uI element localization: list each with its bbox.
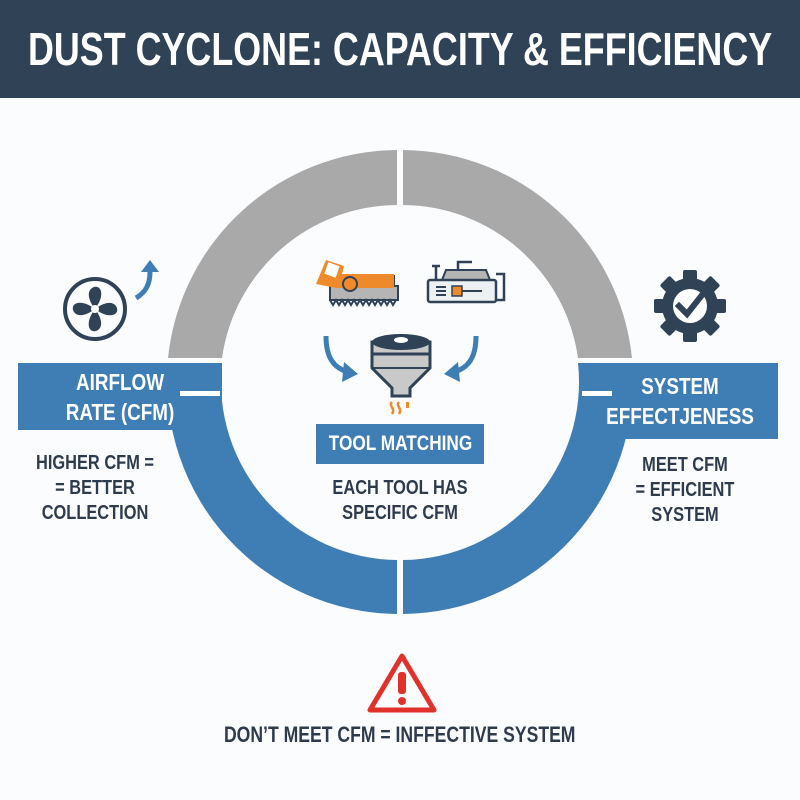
ring-segment-top-right: [403, 150, 632, 358]
desc-line: HIGHER CFM =: [35, 452, 155, 474]
connector-dash-right: [582, 391, 612, 396]
arrow-up-icon: [134, 260, 159, 300]
banner-label: TOOL MATCHING: [328, 432, 472, 455]
desc-line: SYSTEM: [651, 504, 719, 526]
header-bar: DUST CYCLONE: CAPACITY & EFFICIENCY: [0, 0, 800, 98]
saw-icon: [316, 260, 399, 307]
connector-dash-left: [180, 391, 220, 396]
machine-icon: [426, 260, 506, 304]
ring-segment-bottom-left: [167, 363, 397, 614]
banner-line: EFFECTJENESS: [606, 403, 754, 429]
desc-line: COLLECTION: [41, 502, 149, 524]
arrow-in-right-icon: [444, 335, 479, 382]
airflow-rate-banner: AIRFLOW RATE (CFM): [18, 363, 222, 430]
arrow-in-left-icon: [323, 335, 358, 382]
page-title: DUST CYCLONE: CAPACITY & EFFICIENCY: [27, 23, 773, 75]
effectiveness-description: MEET CFM = EFFICIENT SYSTEM: [620, 453, 750, 528]
ring-segment-bottom-right: [403, 363, 633, 614]
airflow-description: HIGHER CFM = = BETTER COLLECTION: [20, 451, 170, 526]
banner-line: SYSTEM: [641, 373, 719, 399]
desc-line: EACH TOOL HAS: [332, 477, 468, 499]
banner-line: RATE (CFM): [65, 398, 175, 425]
tool-matching-banner: TOOL MATCHING: [316, 424, 484, 464]
tool-matching-description: EACH TOOL HAS SPECIFIC CFM: [300, 476, 500, 526]
cyclone-collector-icon: [370, 334, 432, 415]
ring-segment-top-left: [168, 150, 397, 358]
desc-line: MEET CFM: [642, 454, 728, 476]
gear-check-icon: [654, 270, 726, 342]
desc-line: SPECIFIC CFM: [342, 502, 458, 524]
warning-triangle-icon: [367, 653, 437, 713]
desc-line: = EFFICIENT: [635, 479, 735, 501]
warning-label: DON’T MEET CFM = INFFECTIVE SYSTEM: [224, 722, 576, 747]
banner-line: AIRFLOW: [76, 368, 164, 395]
system-effectiveness-banner: SYSTEM EFFECTJENESS: [582, 363, 778, 439]
warning-message: DON’T MEET CFM = INFFECTIVE SYSTEM: [150, 722, 650, 748]
fan-icon: [63, 277, 127, 341]
desc-line: = BETTER: [55, 477, 135, 499]
